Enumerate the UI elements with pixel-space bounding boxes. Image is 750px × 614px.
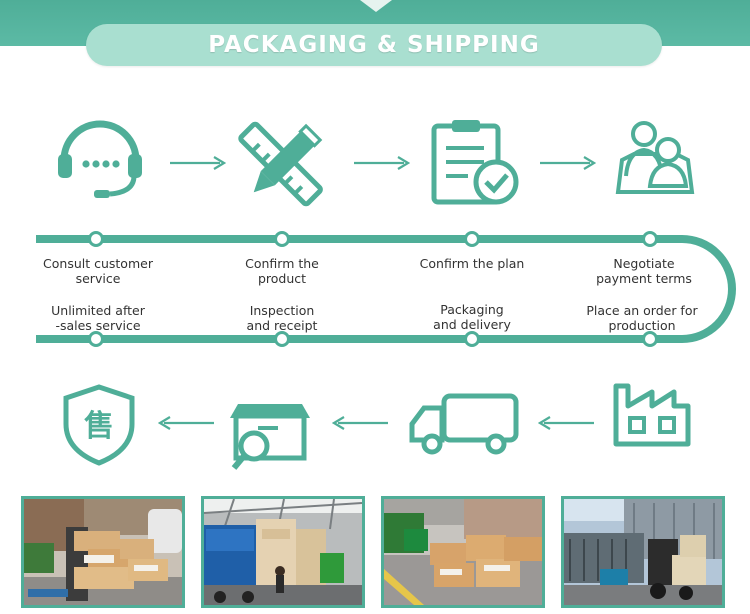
page-title: PACKAGING & SHIPPING — [208, 32, 540, 58]
forklift-loading-photo — [561, 496, 725, 608]
handshake-users-icon — [615, 121, 695, 194]
step-label-line: Negotiate — [613, 256, 675, 271]
step-dot — [274, 331, 290, 347]
header-notch — [360, 0, 392, 12]
step-label-line: Consult customer — [43, 256, 153, 271]
step-label-negotiate: Negotiate payment terms — [584, 256, 704, 286]
step-label-line: Confirm the plan — [419, 256, 525, 271]
pencil-ruler-icon — [238, 121, 323, 207]
box-search-icon — [230, 404, 310, 470]
factory-icon — [613, 383, 691, 447]
step-dot — [88, 331, 104, 347]
step-dot — [642, 331, 658, 347]
step-label-line: Confirm the — [245, 256, 319, 271]
clipboard-check-icon — [431, 120, 519, 205]
step-dot — [274, 231, 290, 247]
truck-loading-photo — [201, 496, 365, 608]
step-dot — [642, 231, 658, 247]
step-label-consult: Consult customer service — [36, 256, 160, 286]
arrow-left-icon — [158, 416, 214, 430]
step-label-line: Unlimited after — [51, 303, 145, 318]
arrow-right-icon — [354, 156, 410, 170]
title-banner: PACKAGING & SHIPPING — [86, 24, 662, 66]
delivery-truck-icon — [409, 393, 519, 455]
step-label-place-order: Place an order for production — [576, 303, 708, 333]
step-label-line: and delivery — [433, 317, 511, 332]
step-label-confirm-plan: Confirm the plan — [408, 256, 536, 271]
arrow-left-icon — [538, 416, 594, 430]
step-label-line: and receipt — [246, 318, 318, 333]
crates-lot-photo — [381, 496, 545, 608]
step-dot — [88, 231, 104, 247]
step-label-line: Inspection — [249, 303, 315, 318]
step-label-line: product — [257, 271, 307, 286]
step-label-after-sales: Unlimited after -sales service — [36, 303, 160, 333]
after-sales-shield-icon: 售 — [63, 384, 135, 466]
arrow-right-icon — [540, 156, 596, 170]
step-label-inspection: Inspection and receipt — [222, 303, 342, 333]
step-label-line: -sales service — [55, 318, 141, 333]
step-label-line: production — [608, 318, 676, 333]
warehouse-boxes-photo — [21, 496, 185, 608]
headset-icon — [58, 120, 142, 198]
step-label-confirm-product: Confirm the product — [222, 256, 342, 286]
arrow-right-icon — [170, 156, 226, 170]
step-label-line: Packaging — [440, 302, 504, 317]
process-track — [36, 231, 736, 347]
step-dot — [464, 231, 480, 247]
shield-glyph: 售 — [84, 409, 114, 444]
step-label-line: Place an order for — [586, 303, 698, 318]
step-label-packaging: Packaging and delivery — [408, 302, 536, 332]
step-label-line: service — [75, 271, 121, 286]
step-dot — [464, 331, 480, 347]
arrow-left-icon — [332, 416, 388, 430]
step-label-line: payment terms — [596, 271, 692, 286]
